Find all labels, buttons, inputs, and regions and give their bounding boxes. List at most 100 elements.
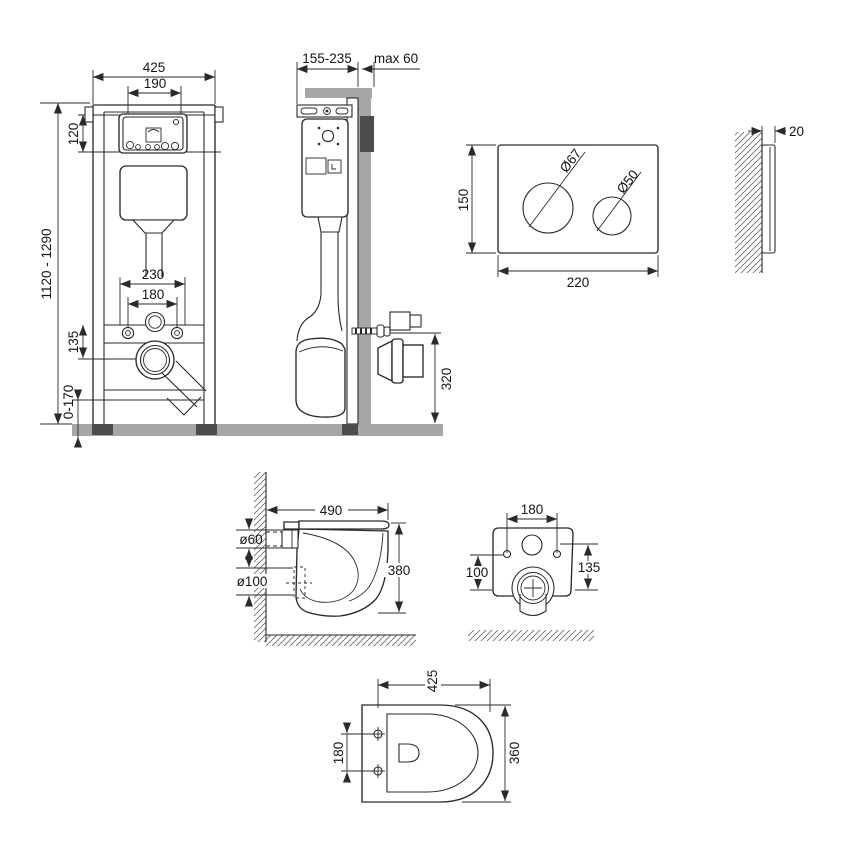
small-flush-button [592, 196, 632, 236]
bowl-rear-view: 180 100 135 [464, 502, 603, 641]
dim-label-panel-height: 120 [66, 123, 81, 146]
flush-opening [398, 743, 420, 763]
ground-hatch-rear [468, 630, 594, 641]
dim-label-plate-height: 150 [456, 189, 471, 212]
dim-feet-range: 0-170 [61, 385, 83, 448]
frame-foot-left [92, 424, 113, 435]
drain-socket [135, 340, 175, 380]
dim-depth-range: 155-235 [296, 51, 375, 104]
dim-label-top-width: 360 [507, 742, 522, 765]
frame-side-view: 155-235 max 60 320 [295, 51, 454, 436]
dim-label-frame-width: 425 [143, 60, 166, 75]
wall-hatch-side [254, 472, 266, 642]
bowl-top-outline [361, 704, 494, 803]
flush-plate-view: Ø67 Ø50 150 220 [456, 144, 659, 290]
dim-upper-spacing: 230 [119, 267, 186, 325]
dim-inlet-diameter: ø60 [236, 518, 281, 560]
dim-plate-width: 220 [497, 255, 659, 290]
connection-points [121, 311, 207, 416]
frame-structure [84, 104, 224, 424]
dim-wall-max: max 60 [362, 51, 420, 74]
wall-profile [358, 98, 371, 436]
dim-label-outlet-height: 320 [439, 368, 454, 391]
dim-label-inlet-diameter: ø60 [239, 532, 262, 547]
dim-bowl-depth: 490 [267, 503, 389, 520]
bowl-profile [295, 528, 389, 617]
dim-label-bowl-height: 380 [388, 563, 411, 578]
dim-label-right-height: 135 [578, 560, 601, 575]
dim-label-frame-height: 1120 - 1290 [39, 228, 54, 299]
inlet-spigot [281, 529, 299, 549]
outlet-hidden [236, 566, 312, 599]
dim-label-feet-range: 0-170 [61, 385, 76, 420]
dim-top-depth: 425 [377, 666, 491, 712]
big-flush-button [522, 182, 574, 234]
dim-label-plate-thickness: 20 [789, 124, 804, 139]
dim-label-lower-spacing: 180 [142, 287, 165, 302]
outlet-pipe [402, 344, 424, 378]
cistern-funnel [131, 219, 176, 234]
drain-elbow [161, 372, 198, 408]
fixing-rod-left [121, 326, 135, 340]
cistern-front [119, 165, 188, 277]
outlet-cone [377, 339, 393, 383]
bowl-side-view: 490 ø60 ø100 380 [234, 472, 416, 646]
dim-drain-offset: 135 [66, 325, 88, 358]
dim-hole-spacing-rear: 180 [506, 502, 558, 553]
plate-profile [761, 144, 776, 254]
cistern-side [301, 118, 349, 295]
dim-left-height: 100 [464, 554, 503, 591]
dim-top-hole-spacing: 180 [331, 722, 374, 783]
dim-frame-width: 425 [92, 60, 216, 104]
dim-panel-height: 120 [66, 115, 88, 152]
dim-plate-height: 150 [456, 144, 496, 254]
dim-outlet-diameter: ø100 [234, 556, 272, 607]
dim-plate-thickness: 20 [748, 124, 804, 143]
wall-anchor [360, 116, 374, 152]
frame-foot-side [342, 424, 358, 435]
frame-foot-right [196, 424, 217, 435]
bowl-top-view: 425 180 360 [331, 666, 522, 803]
dim-lower-spacing: 180 [127, 287, 178, 328]
dim-label-wall-max: max 60 [374, 51, 418, 66]
dim-frame-height: 1120 - 1290 [39, 102, 90, 425]
dim-label-left-height: 100 [466, 565, 489, 580]
dim-label-outlet-diameter: ø100 [237, 574, 268, 589]
dim-label-upper-spacing: 230 [142, 267, 165, 282]
dim-panel-width: 190 [127, 76, 182, 114]
dim-label-hole-spacing-rear: 180 [521, 502, 544, 517]
wall-bracket-tab-left [84, 106, 94, 123]
seat-hinge [283, 521, 300, 530]
frame-front-view: 425 190 120 1120 - 1290 230 [39, 60, 443, 448]
bowl-rear-body [492, 527, 574, 597]
seat-inner-outline [386, 713, 479, 793]
outlet-assembly [351, 311, 424, 384]
dim-outlet-height: 320 [390, 332, 454, 423]
dim-right-height: 135 [560, 543, 603, 591]
seat-lid [298, 520, 390, 530]
flush-bend [295, 294, 346, 418]
ceiling-profile [305, 88, 372, 98]
floor-surface [72, 424, 443, 436]
dim-top-width: 360 [455, 704, 522, 803]
flush-plate-side-view: 20 [735, 124, 804, 273]
dim-label-panel-width: 190 [144, 76, 167, 91]
dim-label-top-hole-spacing: 180 [331, 742, 346, 765]
dim-label-plate-width: 220 [567, 275, 590, 290]
water-inlet-port [144, 311, 166, 333]
dim-label-drain-offset: 135 [66, 331, 81, 354]
supply-fitting [389, 311, 411, 331]
wall-hatch [735, 132, 762, 273]
flush-plate [497, 144, 659, 254]
dim-label-top-depth: 425 [425, 670, 440, 693]
dim-label-bowl-depth: 490 [320, 503, 343, 518]
inlet-hole [521, 534, 543, 556]
cistern-access-panel [118, 113, 188, 154]
wall-bracket-tab-right [214, 106, 224, 123]
fixing-rod-right [170, 326, 184, 340]
floor-hatch-side [266, 635, 416, 646]
outlet-pipe-rear [519, 594, 547, 617]
dim-bowl-height: 380 [378, 522, 414, 614]
